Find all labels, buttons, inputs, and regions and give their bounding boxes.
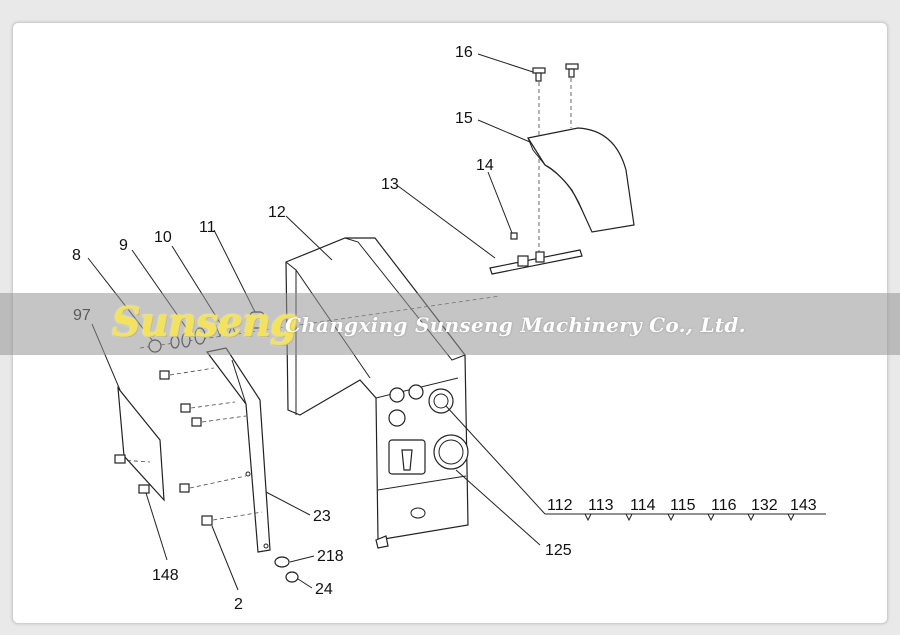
callout-2: 2 (234, 596, 243, 613)
callout-143: 143 (790, 497, 817, 514)
callout-15: 15 (455, 110, 473, 127)
callout-113: 113 (588, 497, 614, 514)
callout-125: 125 (545, 542, 572, 559)
callout-112: 112 (547, 497, 573, 514)
watermark-company-name: Changxing Sunseng Machinery Co., Ltd. (285, 313, 746, 337)
callout-16: 16 (455, 44, 473, 61)
watermark-band (0, 293, 900, 355)
callout-24: 24 (315, 581, 333, 598)
part-23-bracket (205, 347, 271, 553)
callout-132: 132 (751, 497, 778, 514)
callout-9: 9 (119, 237, 128, 254)
callout-114: 114 (630, 497, 656, 514)
callout-13: 13 (381, 176, 399, 193)
callout-14: 14 (476, 157, 494, 174)
callout-12: 12 (268, 204, 286, 221)
callout-218: 218 (317, 548, 344, 565)
callout-115: 115 (670, 497, 696, 514)
part-15-cover (527, 127, 635, 233)
part-12-housing (285, 237, 469, 549)
bracket-screws (159, 367, 263, 526)
callout-116: 116 (711, 497, 737, 514)
callout-8: 8 (72, 247, 81, 264)
part-24-bolt (285, 571, 299, 583)
watermark-logo: Sunseng (112, 299, 298, 346)
part-13-shaft (489, 249, 583, 275)
callout-148: 148 (152, 567, 179, 584)
callout-11: 11 (199, 219, 216, 236)
callout-10: 10 (154, 229, 172, 246)
part-14-nut (510, 232, 518, 240)
part-218-washer (274, 556, 290, 568)
part-97-plate (114, 386, 165, 502)
callout-23: 23 (313, 508, 331, 525)
part-16-screws (532, 63, 579, 255)
